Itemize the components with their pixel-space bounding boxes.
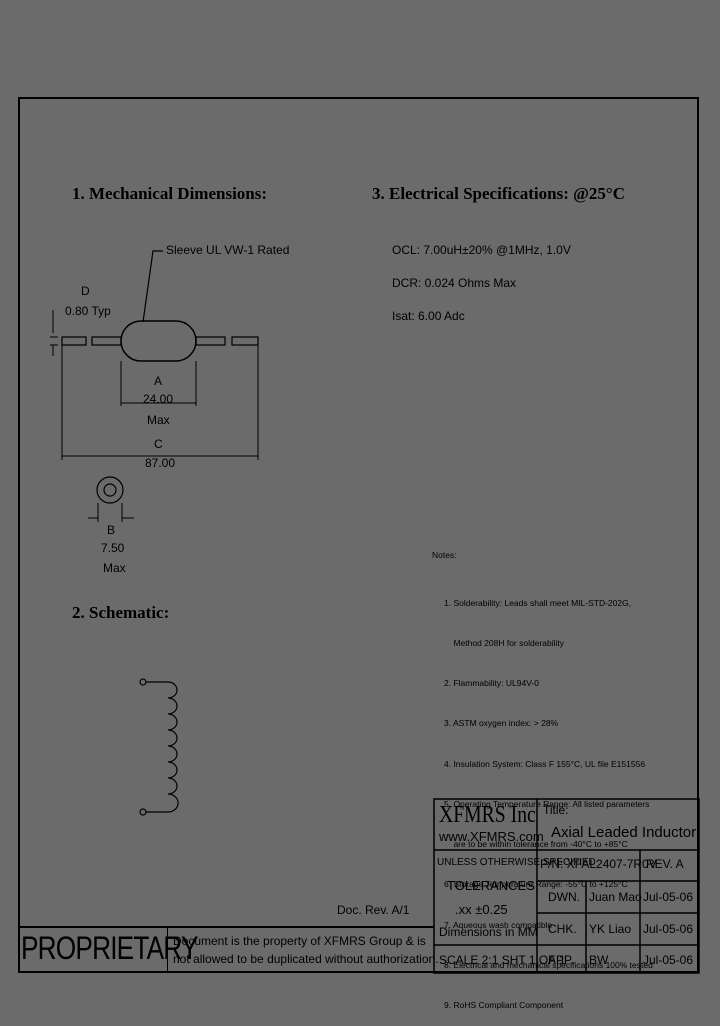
coil-winding (167, 681, 179, 813)
proprietary-line-1: Document is the property of XFMRS Group … (173, 934, 426, 948)
note-item: 1. Solderability: Leads shall meet MIL-S… (444, 597, 632, 608)
ocl-spec: OCL: 7.00uH±20% @1MHz, 1.0V (392, 243, 571, 257)
c-value: 87.00 (145, 456, 176, 470)
app-date: Jul-05-06 (643, 953, 694, 967)
dwn-date: Jul-05-06 (643, 890, 694, 904)
note-item: 2. Flammability: UL94V-0 (444, 678, 539, 689)
title-value: Axial Leaded Inductor (551, 824, 697, 841)
proprietary-line-2: not allowed to be duplicated without aut… (173, 952, 439, 966)
proprietary-label: PROPRIETARY (21, 930, 198, 966)
c-label: C (154, 437, 163, 451)
unless-specified: UNLESS OTHERWISE SPECIFIED (437, 857, 596, 868)
isat-spec: Isat: 6.00 Adc (392, 309, 465, 323)
part-number: P/N: XFAL2407-7R0V (540, 857, 657, 871)
dwn-label: DWN. (548, 890, 580, 904)
note-item: 9. RoHS Compliant Component (444, 1000, 564, 1010)
title-label: Title: (543, 803, 569, 817)
sleeve-label: Sleeve UL VW-1 Rated (166, 243, 290, 257)
app-label: APP. (548, 953, 574, 967)
electrical-title: 3. Electrical Specifications: @25°C (372, 184, 626, 203)
scale-sheet: SCALE 2:1 SHT 1 OF 1 (439, 953, 566, 967)
a-max: Max (147, 413, 170, 427)
schematic-title: 2. Schematic: (72, 603, 170, 622)
chk-date: Jul-05-06 (643, 922, 694, 936)
dimensions-unit: Dimensions in MM (439, 925, 538, 939)
note-item: 4. Insulation System: Class F 155°C, UL … (444, 758, 646, 769)
company-website: www.XFMRS.com (439, 829, 544, 844)
notes-list: 1. Solderability: Leads shall meet MIL-S… (444, 570, 653, 1026)
company-name: XFMRS Inc (439, 802, 536, 828)
b-label: B (107, 523, 116, 537)
note-item: 6. Storage Temperature Range: -55°C to +… (444, 879, 628, 890)
note-item: 7. Aqueous wash compatible (444, 919, 553, 930)
a-label: A (154, 374, 163, 388)
note-item: 5. Operating Temperature Range: All list… (444, 798, 650, 809)
app-name: BW (589, 953, 609, 967)
note-item: are to be within tolerance from -40°C to… (444, 839, 628, 850)
chk-name: YK Liao (589, 922, 632, 936)
d-label: D (81, 284, 90, 298)
b-value: 7.50 (101, 541, 125, 555)
dcr-spec: DCR: 0.024 Ohms Max (392, 276, 517, 290)
note-item: Method 208H for solderability (444, 638, 565, 649)
dwn-name: Juan Mao (589, 890, 642, 904)
tolerance-value: .xx ±0.25 (455, 902, 508, 917)
a-value: 24.00 (143, 392, 174, 406)
doc-revision: Doc. Rev. A/1 (337, 903, 410, 917)
mechanical-title: 1. Mechanical Dimensions: (72, 184, 268, 203)
note-item: 3. ASTM oxygen index: > 28% (444, 718, 559, 729)
revision: REV. A (646, 857, 684, 871)
notes-title: Notes: (432, 550, 457, 560)
note-item: 8. Electrical and mechanical specificati… (444, 959, 653, 970)
d-value: 0.80 Typ (65, 304, 111, 318)
b-max: Max (103, 561, 126, 575)
drawing-frame (18, 97, 699, 973)
tolerances-label: TOLERANCES: (447, 878, 539, 893)
chk-label: CHK. (548, 922, 577, 936)
